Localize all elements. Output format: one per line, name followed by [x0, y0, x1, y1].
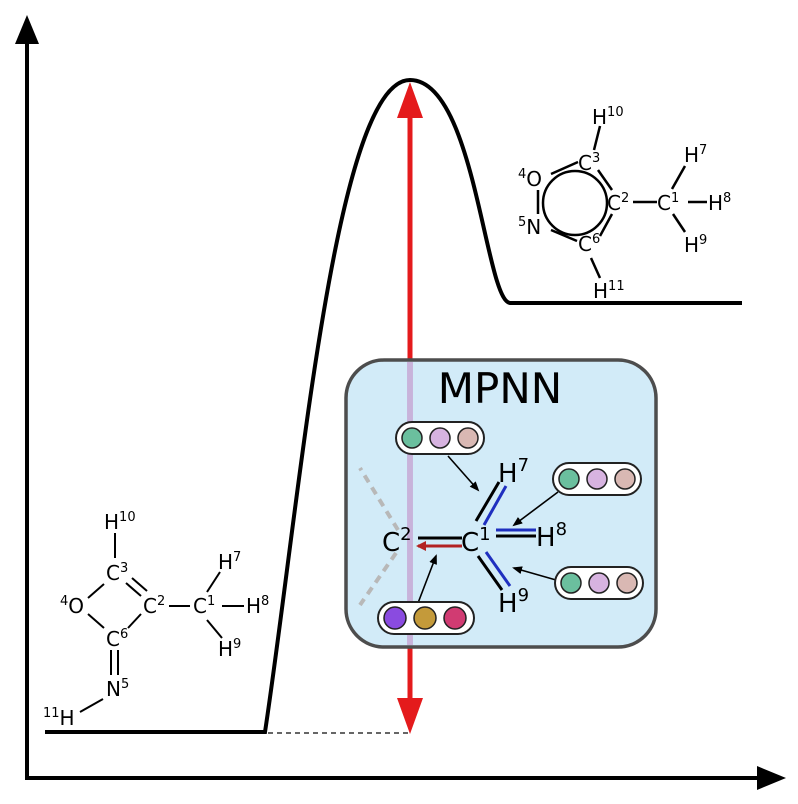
message-arrow-c2 [417, 554, 437, 604]
product-atom-h10: H10 [592, 105, 624, 129]
feature-vector-h9 [554, 566, 644, 600]
mpnn-atom-c2: C2 [382, 524, 412, 558]
panel-title: MPNN [438, 364, 562, 413]
energy-profile-curve [45, 77, 742, 734]
message-arrow-h8 [512, 491, 559, 527]
mpnn-atom-c1: C1 [461, 524, 491, 558]
bond-n5-h11 [79, 698, 104, 713]
feature-vector-c2 [377, 601, 475, 635]
reactant-atom-o4: 4O [60, 594, 84, 618]
bond-c3-o4 [550, 160, 579, 176]
barrier-arrowhead-bottom [397, 698, 423, 734]
bond-h10-c3 [592, 125, 602, 151]
product-atom-h9: H9 [684, 233, 707, 257]
bond-c1-h9-blue [484, 551, 512, 587]
bond-c1-h9 [671, 213, 687, 233]
axes [15, 15, 786, 790]
reactant-atom-h7: H7 [218, 550, 241, 574]
bond-c1-h7-blue [482, 485, 508, 526]
feature-dot [586, 468, 608, 490]
product-atom-h7: H7 [684, 143, 707, 167]
bond-c3-c2 [125, 582, 142, 597]
reactant-molecule: H10 C3 4O C2 C1 H7 H8 H9 C6 N5 11H [43, 510, 269, 730]
mpnn-atom-h9: H9 [498, 585, 529, 619]
product-atom-n5: 5N [518, 215, 541, 239]
feature-dot [429, 427, 451, 449]
bond-c1-h7 [474, 481, 501, 522]
feature-dot [401, 427, 423, 449]
feature-vector-h7 [395, 421, 485, 455]
y-axis-arrowhead [15, 15, 39, 44]
bond-c6-c2 [598, 213, 614, 237]
feature-dot [443, 606, 467, 630]
reactant-atom-h9: H9 [218, 637, 241, 661]
reactant-atom-c1: C1 [193, 594, 215, 618]
reactant-atom-h8: H8 [246, 594, 269, 618]
bond-c3-c2 [596, 169, 614, 191]
bond-c3-o4 [87, 583, 105, 599]
product-atom-h11: H11 [593, 279, 625, 303]
bond-c2-c6 [127, 613, 142, 629]
mpnn-atom-h7: H7 [498, 455, 529, 489]
dashed-bond-upper [358, 466, 400, 532]
reactant-atom-h10: H10 [104, 510, 136, 534]
product-atom-c3: C3 [578, 151, 600, 175]
aromatic-ring [541, 169, 609, 237]
x-axis-arrowhead [757, 766, 786, 790]
feature-dot [413, 606, 437, 630]
reactant-atom-h11: 11H [43, 706, 75, 730]
dashed-bond-lower [358, 551, 398, 607]
product-atom-o4: 4O [518, 167, 542, 191]
feature-dot [614, 468, 636, 490]
message-arrow-h7 [447, 455, 480, 492]
message-arrow-h9 [512, 566, 557, 581]
reactant-atom-c2: C2 [143, 594, 165, 618]
feature-dot [383, 606, 407, 630]
product-atom-c1: C1 [657, 191, 679, 215]
bond-c1-h9 [476, 555, 504, 591]
bond-n5-c6 [550, 228, 578, 243]
barrier-arrowhead-top [397, 82, 423, 118]
product-atom-c2: C2 [607, 191, 629, 215]
bond-c2-c1-red-arrowhead [416, 541, 426, 551]
reactant-atom-c6: C6 [106, 627, 128, 651]
bond-c1-h7 [670, 165, 687, 190]
mpnn-atom-h8: H8 [536, 519, 567, 553]
product-atom-c6: C6 [578, 232, 600, 256]
feature-vector-h8 [552, 462, 642, 496]
product-atom-h8: H8 [708, 191, 731, 215]
feature-dot [558, 468, 580, 490]
reactant-atom-c3: C3 [106, 561, 128, 585]
product-molecule: H10 C3 4O 5N C2 C1 H7 H8 H9 C6 H11 [518, 105, 731, 303]
feature-dot [588, 572, 610, 594]
feature-dot [457, 427, 479, 449]
bond-c1-h7 [206, 571, 221, 593]
feature-dot [616, 572, 638, 594]
feature-dot [560, 572, 582, 594]
reactant-atom-n5: N5 [106, 677, 129, 701]
mpnn-panel: MPNN C2 C1 H7 H8 H9 [344, 358, 658, 649]
bond-c6-h11 [589, 257, 602, 279]
bond-c1-h9 [206, 619, 223, 639]
bond-o4-c6 [87, 613, 105, 629]
